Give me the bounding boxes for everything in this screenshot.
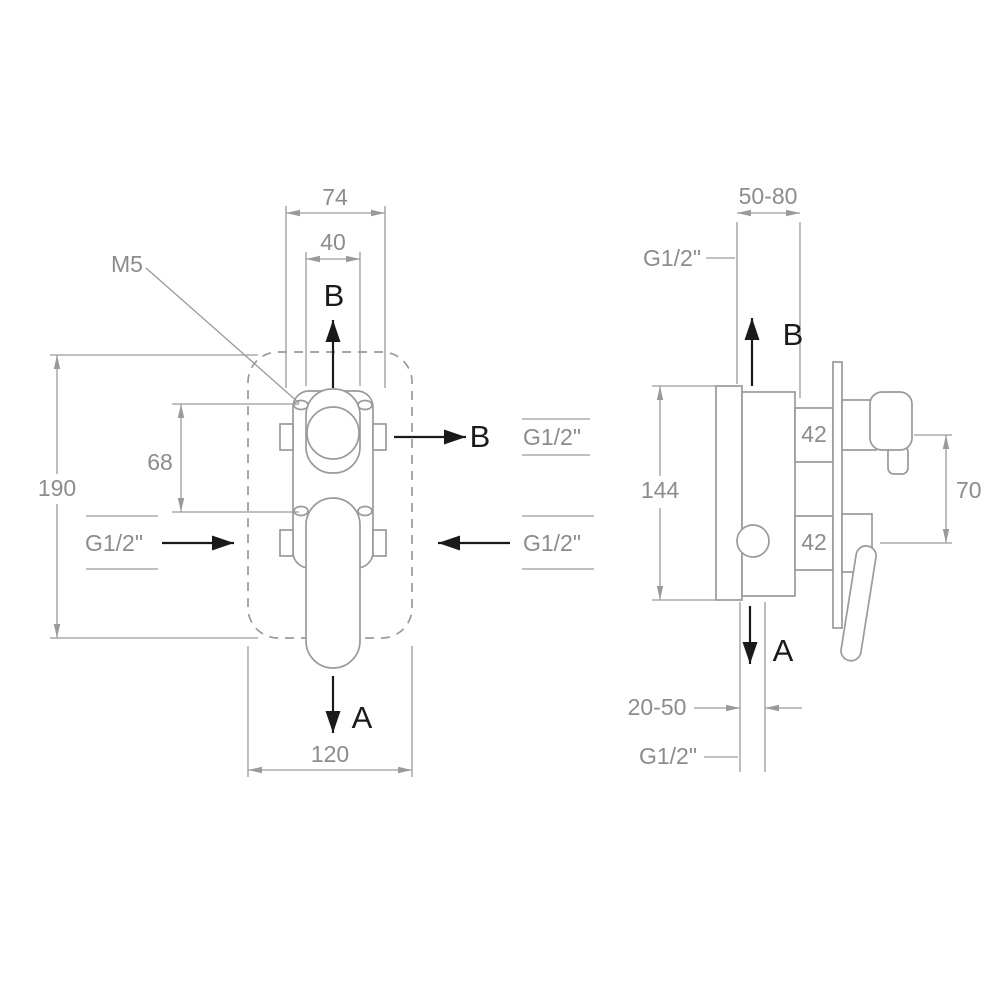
dim-label-70: 70: [956, 477, 982, 503]
side-view-labels: 50-80 G1/2" B 144 42 42 70 A 20-50 G1/2": [628, 183, 982, 769]
trim-head-top: [869, 391, 913, 451]
dim-label-42-top: 42: [801, 421, 827, 447]
inlet-left-thread-label: G1/2": [85, 530, 143, 556]
screw-size-label: M5: [111, 251, 143, 277]
dim-label-20-50: 20-50: [628, 694, 687, 720]
screw-hole-bottom-right: [357, 505, 373, 517]
inlet-right-thread-label: G1/2": [523, 530, 581, 556]
outlet-side-thread-label: G1/2": [523, 424, 581, 450]
m5-leader-line: [145, 267, 300, 404]
outlet-stub-top: [794, 407, 834, 463]
wall-section-hatched: [715, 385, 743, 601]
port-tab-left-bottom: [279, 529, 294, 557]
outlet-bottom-letter: A: [352, 700, 373, 735]
front-view-labels: 74 40 M5 B B G1/2" 68 190 G1/2" G1/2" A …: [38, 184, 581, 767]
dim-label-40: 40: [320, 229, 346, 255]
front-view-dimensions: [50, 206, 594, 777]
side-view: [715, 361, 913, 662]
handle-lever-side: [840, 545, 877, 662]
dim-label-42-bottom: 42: [801, 529, 827, 555]
port-tab-left-top: [279, 423, 294, 451]
outlet-top-letter: B: [783, 317, 804, 352]
dim-label-50-80: 50-80: [739, 183, 798, 209]
valve-stub-bottom: [794, 515, 834, 571]
outlet-side-letter: B: [470, 419, 491, 454]
front-view-flow-arrows: [162, 320, 510, 733]
thread-bottom-label: G1/2": [639, 743, 697, 769]
screw-hole-top-left: [293, 399, 309, 411]
outlet-top-letter: B: [324, 278, 345, 313]
inlet-port-circle: [736, 524, 770, 558]
dim-label-74: 74: [322, 184, 348, 210]
valve-body-section: [741, 391, 796, 597]
escutcheon-plate: [832, 361, 843, 629]
port-tab-right-top: [372, 423, 387, 451]
port-tab-right-bottom: [372, 529, 387, 557]
lever-handle-front: [305, 497, 361, 669]
dim-label-144: 144: [641, 477, 680, 503]
dim-label-120: 120: [311, 741, 349, 767]
outlet-bottom-letter: A: [773, 633, 794, 668]
side-view-flow-arrows: [742, 318, 760, 664]
thread-top-label: G1/2": [643, 245, 701, 271]
dim-label-190: 190: [38, 475, 76, 501]
dim-label-68: 68: [147, 449, 173, 475]
cartridge-circle: [306, 406, 360, 460]
concealed-box-outline: [247, 351, 413, 639]
side-view-dimensions: [652, 209, 952, 772]
screw-hole-bottom-left: [293, 505, 309, 517]
front-view: [247, 351, 413, 669]
screw-hole-top-right: [357, 399, 373, 411]
